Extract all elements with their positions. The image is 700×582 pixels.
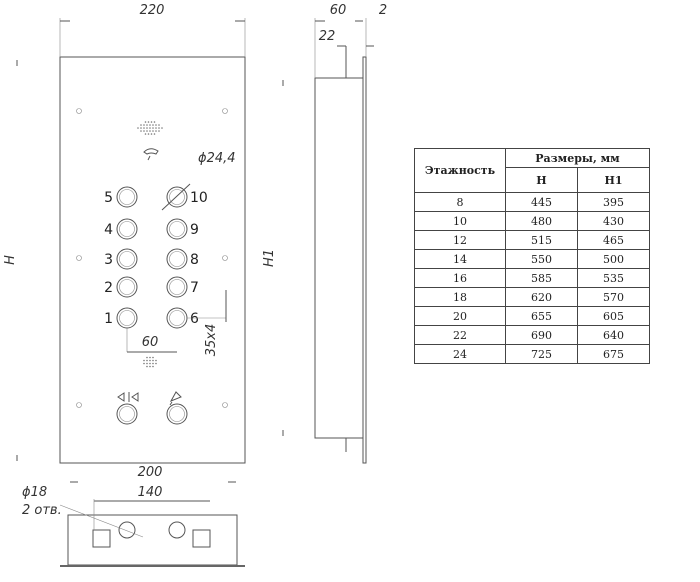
floor-button bbox=[116, 248, 138, 270]
h1-cell: 535 bbox=[577, 268, 650, 288]
button-diameter-dimension: ϕ24,4 bbox=[198, 151, 236, 166]
floors-cell: 18 bbox=[414, 287, 506, 307]
floor-number: 6 bbox=[190, 311, 199, 327]
floor-number: 8 bbox=[190, 252, 199, 268]
floor-button bbox=[116, 218, 138, 240]
hole-diameter-label: ϕ18 bbox=[22, 485, 47, 500]
floors-cell: 20 bbox=[414, 306, 506, 326]
bell-icon bbox=[169, 391, 182, 406]
side-view: 60 2 22 H1 bbox=[262, 3, 387, 464]
floor-number: 1 bbox=[104, 311, 113, 327]
microphone-grille bbox=[143, 356, 157, 368]
h1-dimension: H1 bbox=[262, 249, 277, 267]
offset-dimension: 22 bbox=[319, 29, 336, 44]
h1-cell: 430 bbox=[577, 211, 650, 231]
floor-button bbox=[116, 276, 138, 298]
h-cell: 690 bbox=[505, 325, 578, 345]
h1-cell: 500 bbox=[577, 249, 650, 269]
cable-hole bbox=[118, 521, 136, 539]
h-cell: 480 bbox=[505, 211, 578, 231]
outer-width-dimension: 200 bbox=[138, 465, 163, 480]
floor-number: 2 bbox=[104, 280, 113, 296]
h-cell: 515 bbox=[505, 230, 578, 250]
h1-cell: 465 bbox=[577, 230, 650, 250]
floors-cell: 8 bbox=[414, 192, 506, 212]
h1-cell: 570 bbox=[577, 287, 650, 307]
hole-spacing-dimension: 140 bbox=[138, 485, 163, 500]
front-view: 220 H 5 10 4 9 3 8 2 7 1 6 ϕ24,4 60 35x4 bbox=[3, 3, 246, 464]
floor-number: 10 bbox=[190, 190, 208, 206]
h1-cell: 675 bbox=[577, 344, 650, 364]
floors-cell: 12 bbox=[414, 230, 506, 250]
mounting-holes bbox=[76, 108, 228, 408]
h-cell: 550 bbox=[505, 249, 578, 269]
floor-number: 7 bbox=[190, 280, 199, 296]
floors-cell: 16 bbox=[414, 268, 506, 288]
h-cell: 445 bbox=[505, 192, 578, 212]
h-cell: 585 bbox=[505, 268, 578, 288]
h-header: H bbox=[505, 167, 578, 193]
function-button bbox=[116, 403, 138, 425]
h-cell: 725 bbox=[505, 344, 578, 364]
function-button bbox=[166, 403, 188, 425]
floor-button bbox=[166, 218, 188, 240]
horizontal-spacing-dimension: 60 bbox=[142, 335, 159, 350]
face-plate bbox=[362, 56, 367, 464]
hole-count-label: 2 отв. bbox=[22, 503, 62, 518]
h1-cell: 640 bbox=[577, 325, 650, 345]
floor-button bbox=[166, 186, 188, 208]
floors-header: Этажность bbox=[414, 148, 506, 193]
sizes-header: Размеры, мм bbox=[505, 148, 650, 168]
floor-button bbox=[166, 248, 188, 270]
floor-button bbox=[116, 186, 138, 208]
panel-outline bbox=[59, 56, 246, 464]
floors-cell: 22 bbox=[414, 325, 506, 345]
vertical-spacing-dimension: 35x4 bbox=[204, 324, 219, 357]
floor-button bbox=[116, 307, 138, 329]
floors-cell: 10 bbox=[414, 211, 506, 231]
floors-cell: 14 bbox=[414, 249, 506, 269]
h-cell: 655 bbox=[505, 306, 578, 326]
h1-cell: 605 bbox=[577, 306, 650, 326]
bottom-view: 200 140 ϕ18 2 отв. bbox=[22, 465, 245, 567]
plate-thickness-dimension: 2 bbox=[379, 3, 387, 18]
speaker-grille bbox=[137, 121, 163, 135]
h1-header: H1 bbox=[577, 167, 650, 193]
h1-cell: 395 bbox=[577, 192, 650, 212]
floor-button bbox=[166, 307, 188, 329]
floor-number: 3 bbox=[104, 252, 113, 268]
floor-number: 9 bbox=[190, 222, 199, 238]
floors-cell: 24 bbox=[414, 344, 506, 364]
floor-number: 4 bbox=[104, 222, 113, 238]
cable-hole bbox=[168, 521, 186, 539]
housing-outline bbox=[314, 77, 364, 439]
depth-dimension: 60 bbox=[330, 3, 347, 18]
door-open-icon bbox=[117, 392, 139, 402]
height-dimension: H bbox=[3, 255, 18, 265]
width-dimension: 220 bbox=[140, 3, 165, 18]
floor-number: 5 bbox=[104, 190, 113, 206]
h-cell: 620 bbox=[505, 287, 578, 307]
handset-icon bbox=[143, 148, 159, 161]
floor-button bbox=[166, 276, 188, 298]
